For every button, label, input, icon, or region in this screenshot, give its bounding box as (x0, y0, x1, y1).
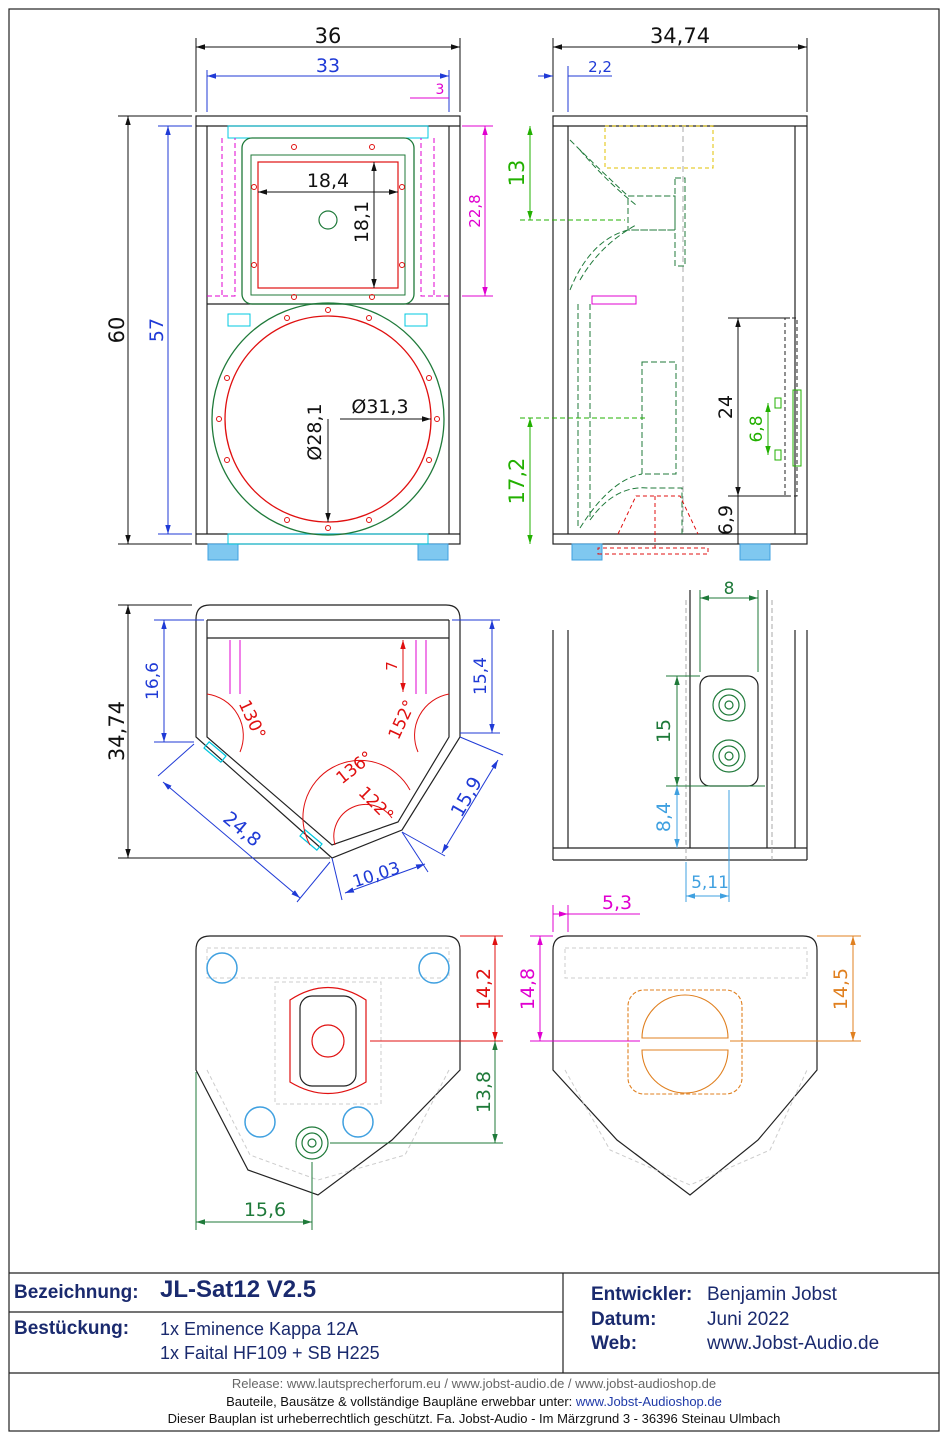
release-line: Release: www.lautsprecherforum.eu / www.… (231, 1376, 717, 1391)
datum-value: Juni 2022 (707, 1309, 790, 1330)
bestueckung-line1: 1x Eminence Kappa 12A (160, 1319, 359, 1339)
dim-woofer-inner: Ø28,1 (304, 403, 326, 460)
dim-13-8: 13,8 (473, 1071, 495, 1113)
dim-10-03: 10,03 (350, 858, 402, 892)
bottom-view-right (552, 935, 818, 1196)
web-label: Web: (591, 1333, 638, 1354)
dim-7: 7 (383, 661, 401, 671)
side-view (552, 115, 808, 561)
sheet-frame (8, 8, 940, 1432)
dim-15-6: 15,6 (244, 1199, 286, 1221)
web-value[interactable]: www.Jobst-Audio.de (707, 1333, 880, 1354)
dim-lines-side (520, 38, 808, 544)
dim-6-8: 6,8 (747, 415, 767, 442)
dim-woofer-outer: Ø31,3 (351, 396, 408, 418)
bauteile-line: Bauteile, Bausätze & vollständige Bauplä… (10, 1394, 938, 1409)
dim-lines-terminal (666, 590, 765, 902)
dim-5-3: 5,3 (602, 892, 632, 914)
dim-14-2: 14,2 (473, 968, 495, 1010)
copyright-line: Dieser Bauplan ist urheberrechtlich gesc… (167, 1411, 781, 1426)
dim-6-9: 6,9 (715, 505, 737, 535)
bezeichnung-value: JL-Sat12 V2.5 (160, 1276, 317, 1303)
bestueckung-label: Bestückung: (14, 1318, 130, 1339)
angle-136: 136° (333, 748, 378, 789)
angle-130: 130° (234, 697, 269, 743)
dim-front-thickness: 2,2 (588, 58, 612, 76)
dim-8: 8 (724, 579, 735, 599)
dim-height-outer: 60 (105, 317, 129, 344)
entwickler-value: Benjamin Jobst (707, 1284, 837, 1305)
dim-width-outer: 36 (315, 24, 342, 48)
dim-offset: 3 (436, 82, 445, 98)
dim-5-11: 5,11 (691, 873, 729, 893)
bottom-view-left (195, 935, 461, 1196)
title-block (9, 1272, 939, 1374)
dim-depth-side: 34,74 (650, 24, 710, 48)
dim-lines-front (118, 38, 493, 545)
dim-24-8: 24,8 (219, 807, 266, 851)
terminal-view (552, 590, 808, 861)
dim-14-5: 14,5 (830, 968, 852, 1010)
front-view (195, 115, 461, 561)
entwickler-label: Entwickler: (591, 1284, 693, 1305)
shop-link[interactable]: www.Jobst-Audioshop.de (575, 1394, 722, 1409)
dim-depth-top: 34,74 (105, 701, 129, 761)
top-view (195, 604, 461, 859)
angle-152: 152° (385, 697, 420, 743)
dim-8-4: 8,4 (653, 802, 675, 832)
dim-lines-top (118, 604, 504, 903)
datum-label: Datum: (591, 1309, 657, 1330)
dim-24: 24 (715, 395, 737, 419)
dim-15-4: 15,4 (471, 657, 491, 695)
dim-horn-height-inner: 18,1 (351, 201, 373, 243)
bezeichnung-label: Bezeichnung: (14, 1282, 139, 1303)
dim-16-6: 16,6 (143, 662, 163, 700)
dim-15: 15 (653, 719, 675, 743)
dim-width-inner: 33 (316, 55, 340, 77)
bestueckung-line2: 1x Faital HF109 + SB H225 (160, 1343, 380, 1363)
dim-horn-width: 18,4 (307, 170, 349, 192)
dim-14-8: 14,8 (517, 968, 539, 1010)
dim-13: 13 (505, 160, 529, 187)
dim-horn-height: 22,8 (466, 194, 484, 227)
dim-17-2: 17,2 (505, 458, 529, 505)
dim-height-inner: 57 (146, 318, 168, 342)
dim-lines-bottom (195, 905, 861, 1230)
bauteile-prefix: Bauteile, Bausätze & vollständige Bauplä… (226, 1394, 576, 1409)
dim-15-9: 15,9 (447, 773, 487, 821)
